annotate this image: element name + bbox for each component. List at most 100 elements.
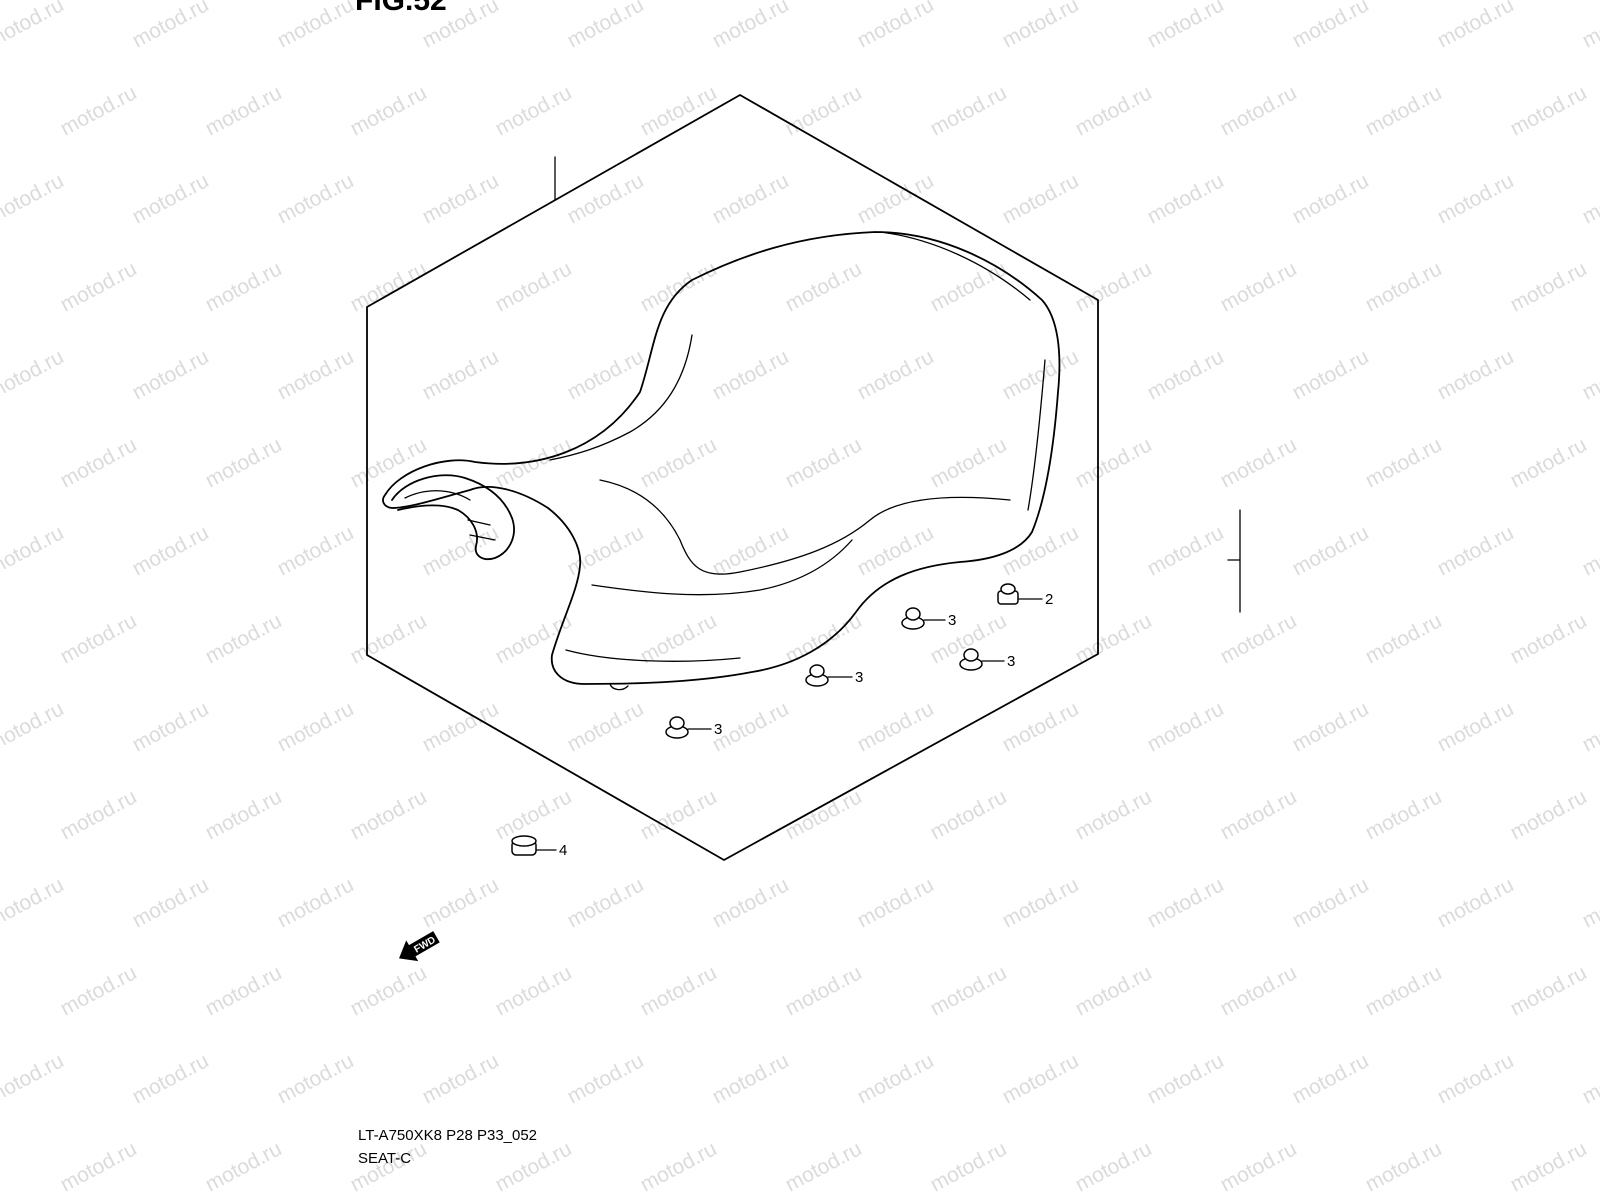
part-cushion-3d[interactable] [665,716,689,739]
watermark-mark: motod.ru [1289,169,1373,228]
watermark-mark: motod.ru [202,785,286,844]
seat-outline [382,231,1061,685]
watermark-mark: motod.ru [1434,521,1518,580]
watermark-mark: motod.ru [709,345,793,404]
watermark-mark: motod.ru [1507,1137,1591,1196]
watermark-mark: motod.ru [347,785,431,844]
watermark-mark: motod.ru [0,697,68,756]
seat-foot [609,683,629,691]
watermark-mark: motod.ru [1507,433,1591,492]
watermark-mark: motod.ru [492,609,576,668]
watermark-mark: motod.ru [1434,345,1518,404]
watermark-mark: motod.ru [1507,961,1591,1020]
watermark-mark: motod.ru [1144,0,1228,52]
watermark-mark: motod.ru [637,257,721,316]
watermark-mark: motod.ru [637,1137,721,1196]
watermark-mark: motod.ru [1362,1137,1446,1196]
watermark-mark: motod.ru [1434,0,1518,52]
watermark-mark: motod.ru [419,1049,503,1108]
watermark-mark: motod.ru [854,521,938,580]
watermark-mark: motod.ru [564,873,648,932]
seat-top-ridge [549,334,693,461]
watermark-mark: motod.ru [637,785,721,844]
watermark-mark: motod.ru [709,0,793,52]
watermark-mark: motod.ru [57,785,141,844]
watermark-mark: motod.ru [1434,169,1518,228]
watermark-mark: motod.ru [564,521,648,580]
watermark-mark: motod.ru [274,0,358,52]
footer-model-code: LT-A750XK8 P28 P33_052 [358,1127,537,1144]
watermark-mark: motod.ru [274,521,358,580]
part-cushion-3a[interactable] [901,607,925,630]
watermark-mark: motod.ru [782,961,866,1020]
watermark-mark: motod.ru [202,609,286,668]
part-nut-2[interactable] [997,583,1019,605]
watermark-mark: motod.ru [57,1137,141,1196]
watermark-mark: motod.ru [927,433,1011,492]
watermark-mark: motod.ru [1507,257,1591,316]
watermark-mark: motod.ru [347,961,431,1020]
watermark-mark: motod.ru [927,1137,1011,1196]
watermark-mark: motod.ru [1072,785,1156,844]
seat-front-edge [591,539,853,596]
watermark-mark: motod.ru [202,961,286,1020]
cushion-top [963,648,979,662]
watermark-mark: motod.ru [274,169,358,228]
watermark-mark: motod.ru [637,609,721,668]
watermark-mark: motod.ru [1144,521,1228,580]
part-plug-4[interactable] [511,835,537,856]
watermark-mark: motod.ru [1362,81,1446,140]
watermark-mark: motod.ru [854,873,938,932]
seat-side-edge [1027,359,1046,511]
watermark-mark: motod.ru [999,345,1083,404]
cushion-top [905,607,921,621]
watermark-mark: motod.ru [1579,697,1600,756]
watermark-mark: motod.ru [274,873,358,932]
watermark-mark: motod.ru [1362,961,1446,1020]
seat-inner-contour [599,479,1011,575]
watermark-mark: motod.ru [637,433,721,492]
watermark-mark: motod.ru [854,0,938,52]
watermark-mark: motod.ru [1362,609,1446,668]
watermark-mark: motod.ru [129,521,213,580]
watermark-mark: motod.ru [782,1137,866,1196]
watermark-mark: motod.ru [564,169,648,228]
watermark-mark: motod.ru [274,1049,358,1108]
watermark-mark: motod.ru [1289,521,1373,580]
watermark-mark: motod.ru [1144,345,1228,404]
watermark-mark: motod.ru [709,873,793,932]
watermark-mark: motod.ru [492,961,576,1020]
watermark-mark: motod.ru [492,257,576,316]
watermark-mark: motod.ru [709,521,793,580]
watermark-mark: motod.ru [129,873,213,932]
watermark-mark: motod.ru [419,697,503,756]
watermark-mark: motod.ru [0,521,68,580]
watermark-mark: motod.ru [999,697,1083,756]
watermark-mark: motod.ru [419,873,503,932]
watermark-mark: motod.ru [1362,257,1446,316]
watermark-mark: motod.ru [1362,785,1446,844]
watermark-mark: motod.ru [782,433,866,492]
callout-3c: 3 [855,669,863,686]
watermark-mark: motod.ru [927,81,1011,140]
watermark-mark: motod.ru [129,169,213,228]
watermark-mark: motod.ru [1144,873,1228,932]
watermark-mark: motod.ru [564,1049,648,1108]
watermark-mark: motod.ru [1507,81,1591,140]
watermark-mark: motod.ru [274,345,358,404]
watermark-mark: motod.ru [564,0,648,52]
watermark-mark: motod.ru [637,81,721,140]
watermark-mark: motod.ru [1289,873,1373,932]
watermark-mark: motod.ru [129,1049,213,1108]
part-cushion-3c[interactable] [805,664,829,687]
watermark-mark: motod.ru [1072,609,1156,668]
watermark-mark: motod.ru [1579,0,1600,52]
watermark-mark: motod.ru [927,257,1011,316]
plug-top [511,835,537,847]
seat-lower-edge [565,649,741,662]
assembly-hexagon [366,94,1099,861]
part-cushion-3b[interactable] [959,648,983,671]
watermark-mark: motod.ru [57,433,141,492]
